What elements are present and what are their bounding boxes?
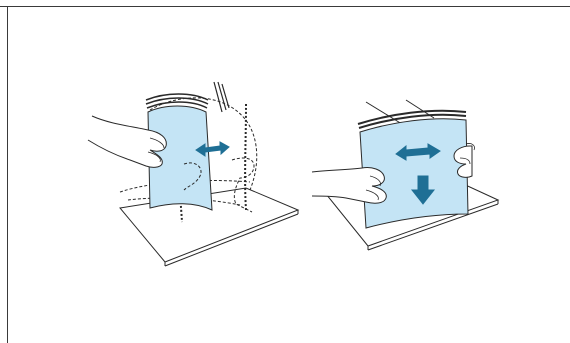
align-paper-stack: [311, 99, 500, 251]
frame-left-border: [7, 6, 8, 343]
paper-edges-left: [145, 93, 209, 109]
hand-icon: [311, 167, 387, 204]
paper-tabs-right: [213, 81, 230, 113]
down-arrow-icon: [410, 175, 436, 205]
paper-stack-right: [359, 118, 469, 229]
table-edge-right-2: [367, 203, 499, 251]
hand-icon-motion: [183, 157, 255, 213]
table-edge-left-2: [164, 213, 299, 267]
flex-motion-outline-4: [119, 179, 251, 193]
paper-stack-left: [147, 105, 213, 211]
frame-top-border: [0, 6, 570, 7]
paper-edges-right: [357, 109, 467, 129]
double-arrow-icon: [195, 141, 230, 157]
fan-paper-stack: [87, 81, 300, 267]
double-arrow-icon: [395, 143, 441, 161]
hand-icon-right: [453, 143, 475, 178]
guide-line-1: [365, 101, 403, 125]
flex-motion-outline-3: [244, 103, 247, 211]
flex-motion-outline: [149, 97, 258, 191]
flex-motion-outline-5: [127, 197, 241, 206]
hand-icon: [87, 115, 167, 168]
